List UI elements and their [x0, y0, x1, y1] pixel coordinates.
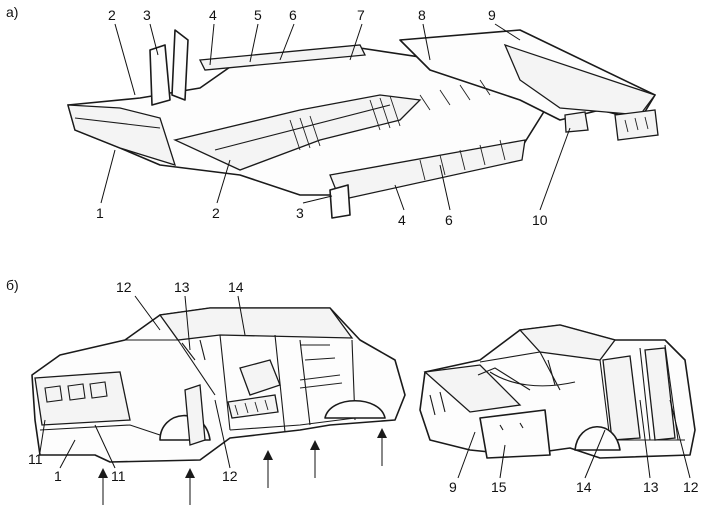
- callout-label: 9: [449, 479, 457, 495]
- callout-label: 11: [111, 468, 126, 484]
- callout-label: 6: [289, 7, 297, 23]
- callout-label: 15: [491, 479, 507, 495]
- callout-label: 3: [296, 205, 304, 221]
- car-body-rear-view: [419, 324, 696, 459]
- callout-label: 12: [222, 468, 238, 484]
- callout-label: 6: [445, 212, 453, 228]
- callout-label: 14: [228, 279, 244, 295]
- panel-a-callouts-bottom: 1 2 3 4 6 10: [96, 205, 548, 228]
- callout-label: 4: [398, 212, 406, 228]
- panel-b-leader-lines: [39, 295, 691, 479]
- support-arrows: [98, 428, 387, 505]
- callout-label: 2: [212, 205, 220, 221]
- panel-a-leader-lines: [100, 23, 571, 211]
- callout-label: 13: [643, 479, 659, 495]
- callout-label: 10: [532, 212, 548, 228]
- panel-b-rear-callouts: 9 15 14 13 12: [449, 479, 699, 495]
- callout-label: 7: [357, 7, 365, 23]
- callout-label: 2: [108, 7, 116, 23]
- callout-label: 1: [54, 468, 62, 484]
- panel-b-front-callouts: 12 13 14 11 1 11 12: [28, 279, 244, 484]
- callout-label: 3: [143, 7, 151, 23]
- callout-label: 12: [683, 479, 699, 495]
- panel-b-letter: б): [6, 277, 19, 293]
- callout-label: 4: [209, 7, 217, 23]
- callout-label: 5: [254, 7, 262, 23]
- callout-label: 13: [174, 279, 190, 295]
- callout-label: 1: [96, 205, 104, 221]
- callout-label: 12: [116, 279, 132, 295]
- panel-a-callouts-top: 2 3 4 5 6 7 8 9: [108, 7, 496, 23]
- car-body-front-view: [31, 307, 406, 463]
- panel-a-letter: а): [6, 4, 18, 20]
- floor-assembly-drawing: [67, 29, 659, 219]
- callout-label: 11: [28, 451, 43, 467]
- callout-label: 9: [488, 7, 496, 23]
- callout-label: 8: [418, 7, 426, 23]
- callout-label: 14: [576, 479, 592, 495]
